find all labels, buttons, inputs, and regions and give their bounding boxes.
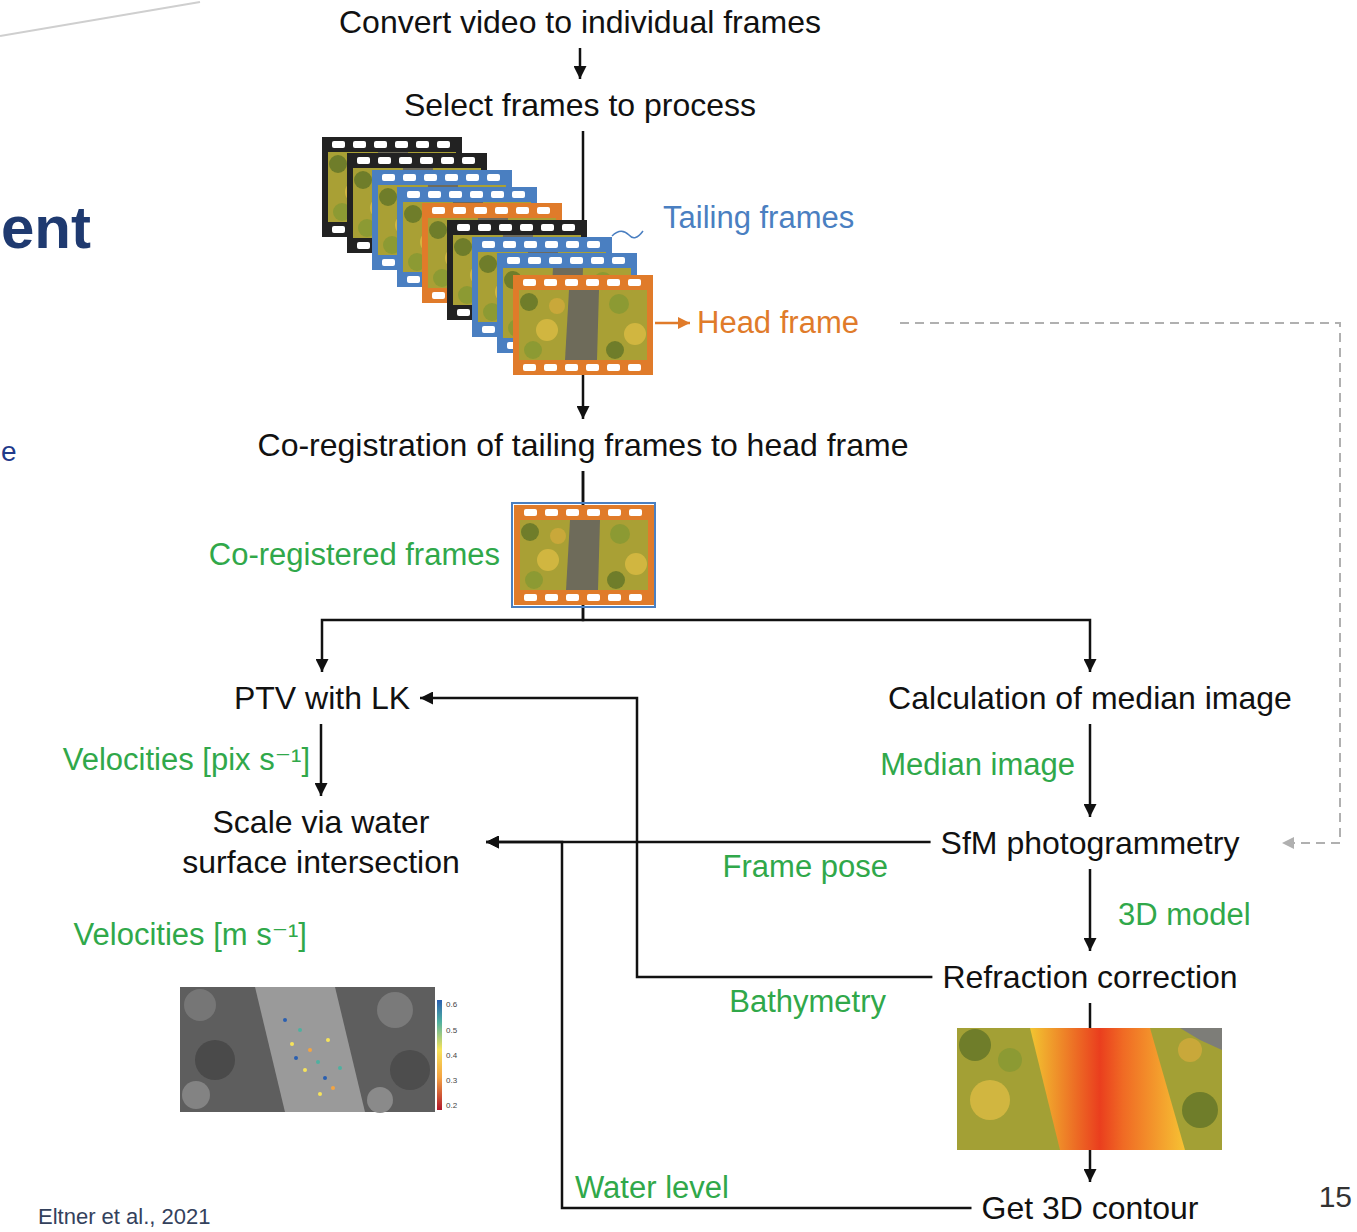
step-text: PTV with LK (234, 678, 410, 718)
step-text: SfM photogrammetry (941, 823, 1240, 863)
tree (1182, 1092, 1218, 1128)
tree (998, 1048, 1022, 1072)
velocity-dot (331, 1086, 335, 1090)
tick-label: 0.5 (446, 1026, 457, 1036)
velocity-dot (316, 1060, 320, 1064)
process-step: Refraction correction (936, 955, 1243, 999)
velocity-map (180, 987, 442, 1113)
frame-stack (322, 137, 653, 375)
edge-label: Velocities [pix s⁻¹] (63, 741, 310, 778)
river (255, 987, 365, 1112)
velocity-dot (283, 1018, 287, 1022)
flow-arrow (420, 698, 932, 977)
process-step: Co-registration of tailing frames to hea… (252, 423, 915, 467)
edge-label: Frame pose (723, 848, 888, 885)
coregistered-frame (512, 503, 655, 607)
tree (390, 1050, 430, 1090)
process-step: Scale via water surface intersection (160, 800, 482, 884)
process-step: Get 3D contour (976, 1186, 1205, 1230)
film-frame (520, 509, 648, 601)
map-ground (957, 1028, 1222, 1150)
frame-label: Head frame (697, 304, 859, 341)
velocity-dot (308, 1048, 312, 1052)
process-step: Calculation of median image (882, 676, 1298, 720)
head-arrow (655, 322, 690, 325)
film-frame (513, 275, 653, 375)
film-frame (519, 279, 647, 371)
data-label: Co-registered frames (209, 536, 500, 573)
process-step: SfM photogrammetry (935, 821, 1246, 865)
tick-label: 0.2 (446, 1101, 457, 1111)
river (1030, 1028, 1185, 1150)
tree (970, 1080, 1010, 1120)
step-text: Get 3D contour (982, 1188, 1199, 1228)
edge-label: Bathymetry (729, 983, 886, 1020)
edge-label: 3D model (1118, 896, 1251, 933)
step-text: Scale via water surface intersection (166, 802, 476, 882)
page-number: 15 (1319, 1179, 1352, 1215)
tick-label: 0.6 (446, 1000, 457, 1010)
film-frame (514, 505, 654, 605)
process-step: PTV with LK (228, 676, 416, 720)
step-text: Refraction correction (942, 957, 1237, 997)
map-ground (180, 987, 435, 1112)
step-text: Calculation of median image (888, 678, 1292, 718)
step-text: Co-registration of tailing frames to hea… (258, 425, 909, 465)
bathymetry-map (957, 1028, 1222, 1150)
flow-arrow (1089, 869, 1092, 951)
bracket (612, 231, 643, 238)
velocity-dot (326, 1038, 330, 1042)
tick-label: 0.4 (446, 1051, 457, 1061)
citation: Eltner et al., 2021 (38, 1204, 210, 1230)
corner-decoration (0, 2, 200, 36)
step-text: Convert video to individual frames (339, 2, 821, 42)
edge-label: Water level (575, 1169, 729, 1206)
step-text: Select frames to process (404, 85, 756, 125)
tree (182, 1081, 210, 1109)
tree (195, 1040, 235, 1080)
flow-arrow (1089, 724, 1092, 817)
tree (1178, 1038, 1202, 1062)
frame-outline (512, 503, 655, 607)
velocity-dot (290, 1042, 294, 1046)
velocity-dot (323, 1076, 327, 1080)
tree (367, 1087, 393, 1113)
process-step: Select frames to process (398, 83, 762, 127)
cut-text: e (1, 435, 17, 469)
flow-arrow (486, 842, 972, 1208)
colorbar (437, 1000, 442, 1110)
velocity-dot (298, 1028, 302, 1032)
tree (184, 989, 216, 1021)
frame-label: Tailing frames (663, 199, 854, 236)
tick-label: 0.3 (446, 1076, 457, 1086)
velocity-dot (338, 1066, 342, 1070)
road (1180, 1028, 1222, 1050)
velocity-dot (303, 1068, 307, 1072)
data-label: Velocities [m s⁻¹] (74, 916, 307, 953)
process-step: Convert video to individual frames (333, 0, 827, 44)
velocity-dot (318, 1092, 322, 1096)
tree (959, 1029, 991, 1061)
slide-title: ent (1, 192, 91, 264)
flow-arrow (320, 724, 323, 796)
flow-arrow (583, 471, 1090, 672)
tree (377, 992, 413, 1028)
edge-label: Median image (880, 746, 1075, 783)
flow-arrow (579, 48, 582, 79)
velocity-dot (294, 1056, 298, 1060)
